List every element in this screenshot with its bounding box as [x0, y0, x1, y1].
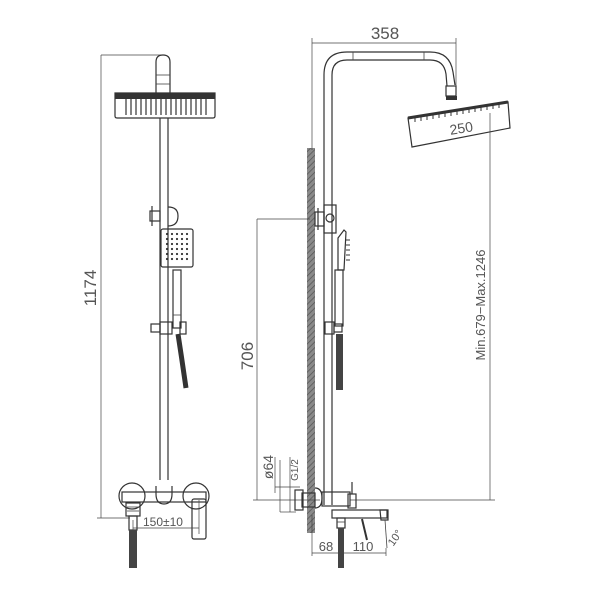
- mixer-side: [294, 482, 389, 568]
- label-total-height: 1174: [81, 270, 100, 307]
- wall-hatch: [307, 148, 315, 533]
- side-view: 358 250: [238, 24, 511, 568]
- dim-total-height: 1174: [81, 54, 165, 519]
- label-adjust-range: Min.679−Max.1246: [473, 250, 488, 361]
- diverter-front: [149, 206, 179, 227]
- dim-flange-thread: ø64 G1/2: [260, 455, 301, 513]
- label-thread: G1/2: [290, 459, 301, 481]
- dim-adjust-range: Min.679−Max.1246: [350, 113, 495, 501]
- hand-shower-side: [324, 229, 350, 390]
- label-head-width: 250: [448, 118, 474, 137]
- label-flange-diameter: ø64: [260, 455, 276, 479]
- label-spout-length: 110: [353, 539, 374, 554]
- rain-shower-head-side: 250: [407, 85, 511, 148]
- dim-arm-reach: 358: [311, 24, 457, 150]
- label-inlet-spacing: 150±10: [143, 515, 183, 529]
- wall-bracket-side: [314, 204, 337, 234]
- dim-inlet-spacing: 150±10: [132, 500, 200, 534]
- label-spout-angle: 10°: [386, 528, 405, 549]
- hand-shower-front: [160, 228, 194, 329]
- dim-spout: 68 110 10°: [311, 515, 405, 556]
- label-bracket-height: 706: [238, 342, 257, 370]
- label-wall-offset: 68: [319, 539, 333, 554]
- label-arm-reach: 358: [371, 24, 399, 43]
- rain-shower-head-front: [114, 92, 216, 119]
- dim-bracket-height: 706: [238, 218, 320, 501]
- front-view: 1174: [81, 54, 216, 568]
- riser-arm-side: [323, 51, 456, 505]
